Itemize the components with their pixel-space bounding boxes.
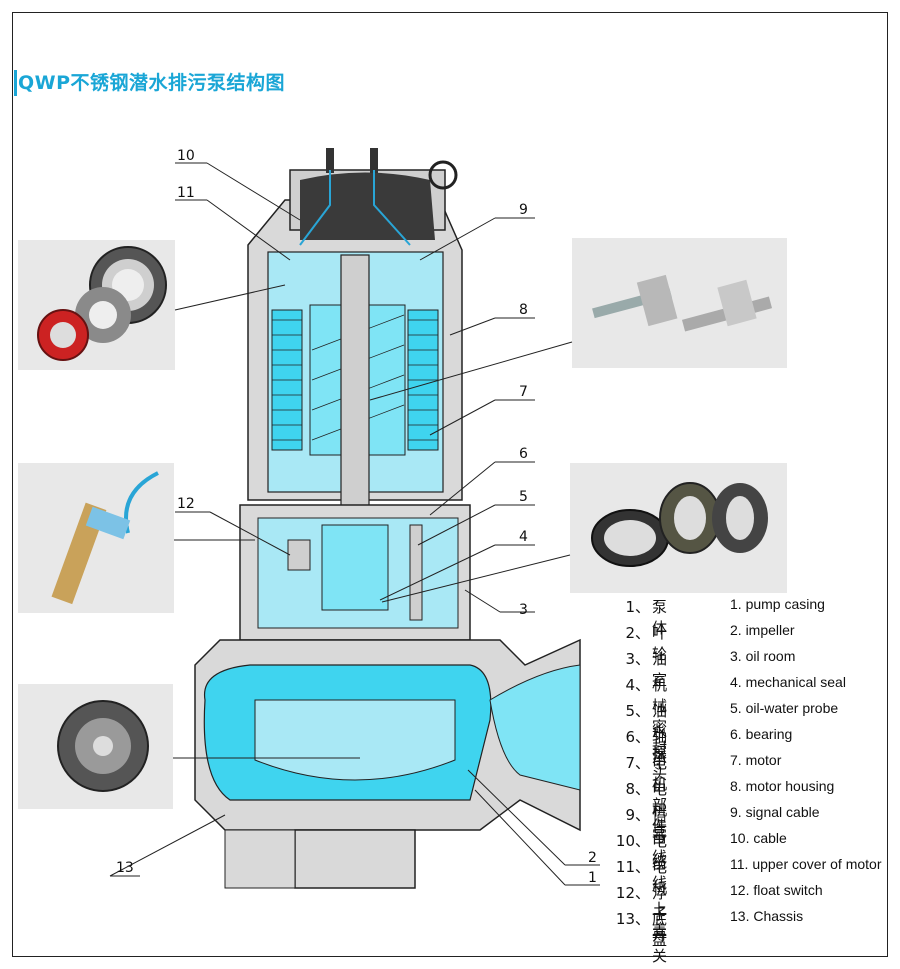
callout-13: 13 (116, 860, 134, 876)
legend-number: 6、 (625, 728, 650, 746)
callout-12: 12 (177, 496, 195, 512)
leader-lines (109, 162, 600, 886)
chassis-foot-left (224, 829, 296, 889)
callout-3: 3 (519, 602, 528, 618)
impeller-photo (18, 684, 173, 809)
legend-english: 3. oil room (730, 648, 796, 664)
callout-2: 2 (588, 850, 597, 866)
legend-chinese: 电机上盖 (652, 858, 668, 939)
legend-number: 5、 (625, 702, 650, 720)
mechanical-seal (321, 524, 389, 611)
legend-number: 10、 (615, 832, 650, 850)
float-switch (287, 539, 311, 571)
legend-english: 8. motor housing (730, 778, 835, 794)
legend-number: 11、 (615, 858, 650, 876)
legend-english: 9. signal cable (730, 804, 820, 820)
legend-number: 7、 (625, 754, 650, 772)
legend-number: 4、 (625, 676, 650, 694)
page-title: QWP不锈钢潜水排污泵结构图 (18, 72, 286, 94)
title-accent-bar (14, 70, 17, 96)
diagram-frame (12, 12, 888, 957)
legend-chinese: 油室 (652, 650, 668, 689)
legend-number: 13、 (615, 910, 650, 928)
legend-chinese: 油水探头 (652, 702, 668, 783)
legend-number: 12、 (615, 884, 650, 902)
legend-number: 9、 (625, 806, 650, 824)
legend-number: 3、 (625, 650, 650, 668)
cable-wire-left (299, 170, 331, 246)
callout-4: 4 (519, 529, 528, 545)
mechanical-seal-photo (570, 463, 787, 593)
callout-7: 7 (519, 384, 528, 400)
callout-9: 9 (519, 202, 528, 218)
cable-top-right (370, 148, 378, 173)
impeller (254, 699, 456, 781)
legend-chinese: 叶轮 (652, 624, 668, 663)
lifting-eye (428, 160, 458, 190)
legend-english: 10. cable (730, 830, 787, 846)
discharge-outlet (489, 664, 581, 791)
legend-english: 2. impeller (730, 622, 795, 638)
legend-chinese: 信号线 (652, 806, 668, 866)
legend-number: 2、 (625, 624, 650, 642)
legend-english: 7. motor (730, 752, 782, 768)
callout-8: 8 (519, 302, 528, 318)
callout-1: 1 (588, 870, 597, 886)
rotor-shaft-photo (572, 238, 787, 368)
callout-6: 6 (519, 446, 528, 462)
legend-chinese: 电机壳 (652, 780, 668, 840)
callout-11: 11 (177, 185, 195, 201)
float-switch-photo (18, 463, 174, 613)
chassis (294, 829, 416, 889)
legend-english: 12. float switch (730, 882, 823, 898)
legend-chinese: 电缆线 (652, 832, 668, 892)
callout-10: 10 (177, 148, 195, 164)
legend-chinese: 轴承 (652, 728, 668, 767)
oil-water-probe (409, 524, 423, 621)
legend-english: 13. Chassis (730, 908, 804, 924)
legend-number: 1、 (625, 598, 650, 616)
callout-5: 5 (519, 489, 528, 505)
cable-gland (300, 172, 435, 240)
legend-english: 6. bearing (730, 726, 793, 742)
stator-lines (272, 319, 438, 441)
cable-wire-right (373, 170, 411, 246)
legend-chinese: 泵体 (652, 598, 668, 637)
cable-top-left (326, 148, 334, 173)
legend-english: 4. mechanical seal (730, 674, 846, 690)
legend-chinese: 电机部件 (652, 754, 668, 835)
legend-number: 8、 (625, 780, 650, 798)
legend-english: 1. pump casing (730, 596, 825, 612)
legend-chinese: 浮子开关 (652, 884, 668, 965)
bearing-photo (18, 240, 175, 370)
legend-chinese: 底盘 (652, 910, 668, 949)
legend-english: 11. upper cover of motor (730, 856, 882, 872)
legend-chinese: 机械密封 (652, 676, 668, 757)
legend-english: 5. oil-water probe (730, 700, 839, 716)
